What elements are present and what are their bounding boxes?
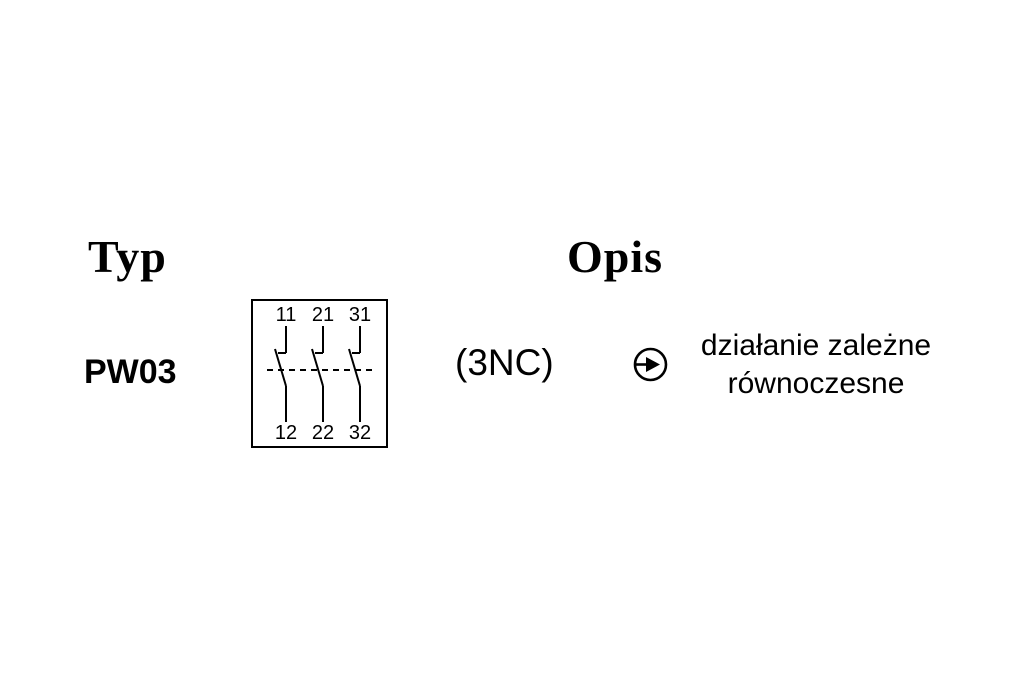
contact-schematic-box: 11 21 31 xyxy=(251,299,388,448)
terminal-row-bottom: 12 22 32 xyxy=(253,422,386,444)
contacts-count-label: (3NC) xyxy=(455,342,554,383)
description-line-1: działanie zależne xyxy=(700,329,932,362)
column-header-typ: Typ xyxy=(88,231,167,282)
terminal-label: 31 xyxy=(348,304,372,326)
nc-contacts-symbol xyxy=(267,326,374,422)
description-line-2: równoczesne xyxy=(727,367,905,400)
nc-contact-pole-2 xyxy=(311,326,324,422)
column-header-opis: Opis xyxy=(567,231,664,282)
terminal-label: 12 xyxy=(274,422,298,444)
terminal-label: 32 xyxy=(348,422,372,444)
terminal-label: 21 xyxy=(311,304,335,326)
simultaneous-dependent-action-icon xyxy=(633,347,668,382)
description-text: działanie zależne równoczesne xyxy=(691,327,941,403)
nc-contact-pole-3 xyxy=(348,326,361,422)
terminal-label: 22 xyxy=(311,422,335,444)
type-label: PW03 xyxy=(84,353,177,391)
terminal-label: 11 xyxy=(275,304,297,326)
terminal-row-top: 11 21 31 xyxy=(253,304,386,326)
nc-contact-pole-1 xyxy=(274,326,287,422)
